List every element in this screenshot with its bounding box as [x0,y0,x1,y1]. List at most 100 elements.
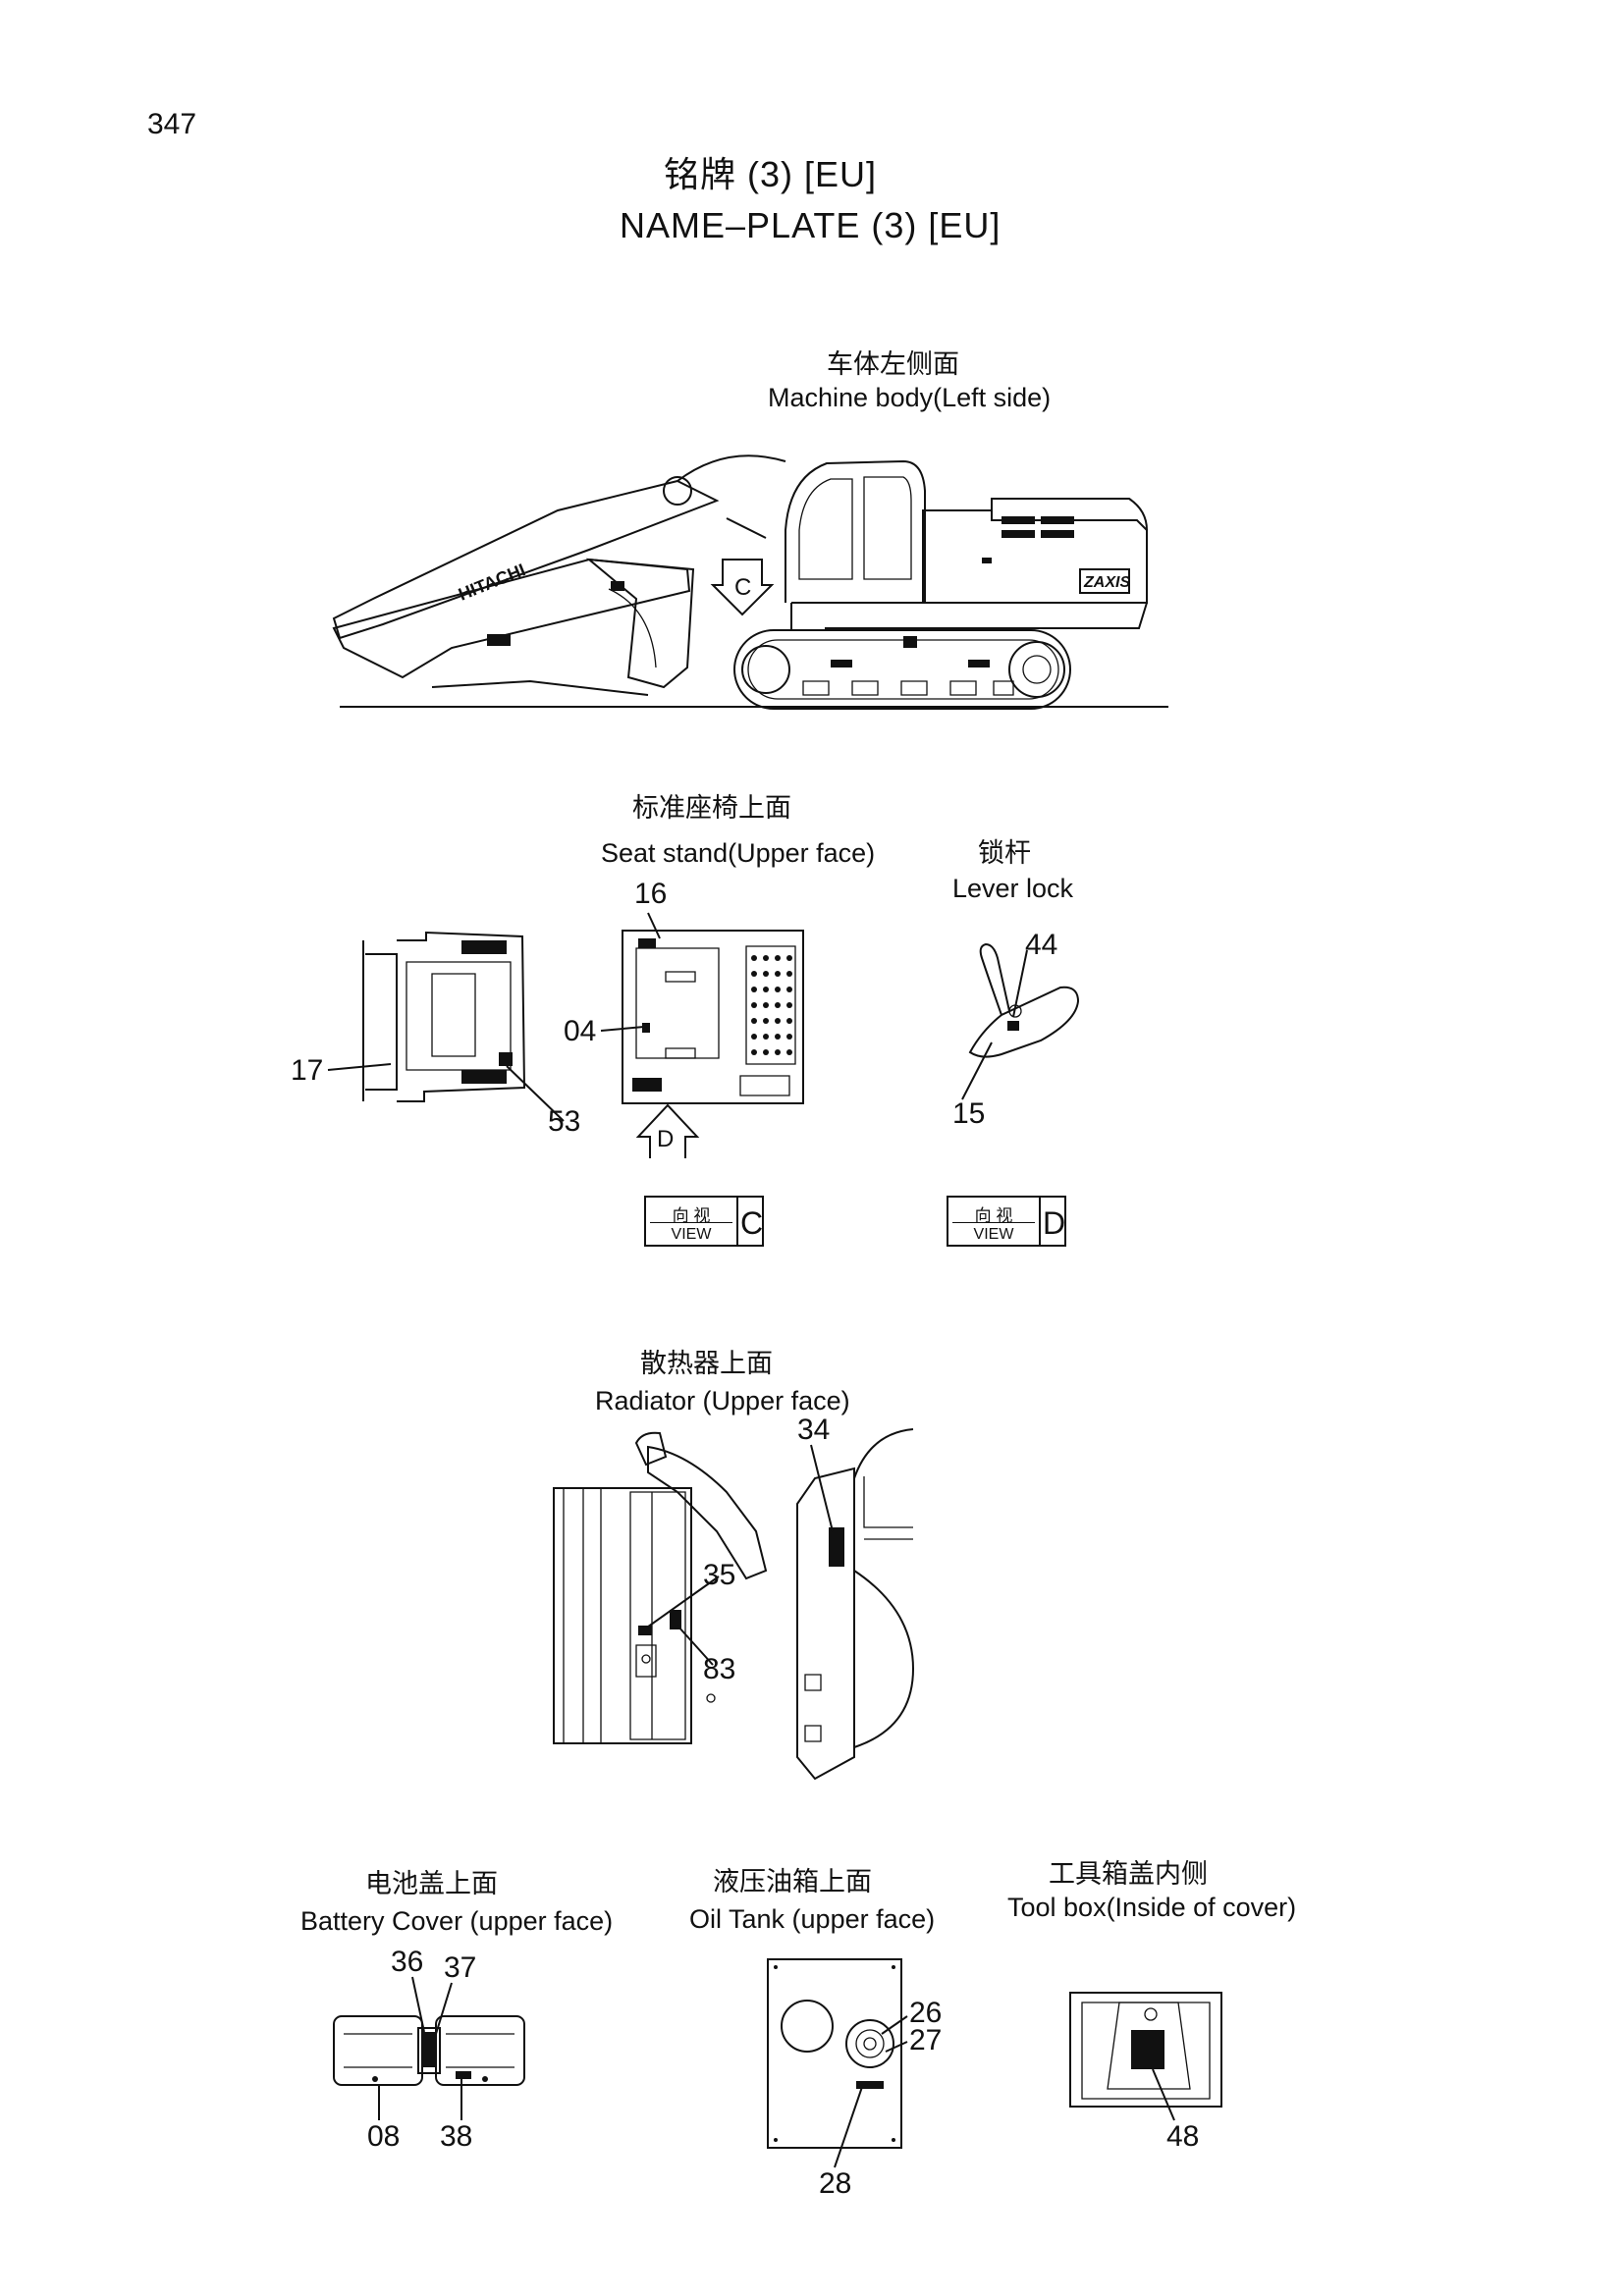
part-15: 15 [952,1097,986,1130]
view-c-cn: 向 视 [672,1206,711,1225]
leader-35 [644,1576,719,1629]
part-08: 08 [367,2120,401,2153]
leader-36 [412,1977,424,2032]
radiator-left-view [554,1433,766,1743]
view-c-box: 向 视 VIEW C [644,1196,764,1247]
seat-grid-holes [751,955,792,1055]
view-d-cn: 向 视 [974,1206,1013,1225]
part-26: 26 [909,1997,943,2029]
oil-tank-drawing [768,1959,907,2167]
view-c-en: VIEW [671,1226,712,1243]
radiator-plate-35 [638,1626,652,1635]
radiator-right-view [797,1429,913,1779]
lever-plate [1007,1021,1019,1031]
leader-04 [601,1027,644,1031]
model-plate [1080,569,1129,593]
leader-48 [1153,2069,1174,2120]
lever-lock-drawing [962,944,1078,1099]
seat-stand-label-cn: 标准座椅上面 [632,793,791,823]
part-34: 34 [797,1414,831,1446]
bucket-cylinder [432,681,648,695]
radiator-hose [648,1447,766,1578]
view-d-arrow-label: D [657,1126,674,1152]
leader-15 [962,1042,992,1099]
seat-side-view [328,933,564,1121]
seat-top-view: D [601,913,803,1158]
part-27: 27 [909,2024,943,2056]
engine-cover [992,499,1147,530]
part-36: 36 [391,1946,424,1978]
leader-37 [436,1983,452,2034]
model-text: ZAXIS [1083,574,1130,591]
view-d-tag: 向 视 VIEW [948,1198,1041,1245]
leader-44 [1013,950,1027,1017]
page-number: 347 [147,108,197,140]
radiator-side-panel [797,1468,854,1779]
machine-body-label-cn: 车体左侧面 [827,349,959,379]
sprocket-hub [1023,656,1051,683]
track-inner [748,640,1058,699]
boom-top [677,455,785,481]
title-cn: 铭牌 (3) [EU] [664,154,878,194]
radiator-label-cn: 散热器上面 [640,1349,773,1378]
tool-box-label-cn: 工具箱盖内侧 [1049,1859,1208,1889]
crawler-track [734,630,1070,709]
bucket-outline [589,560,693,687]
part-38: 38 [440,2120,473,2153]
shroud-top [854,1429,913,1478]
arm-plate-mark [487,634,511,646]
part-16: 16 [634,878,668,910]
machine-body-label-en: Machine body(Left side) [768,383,1052,412]
cab-door-window [864,477,911,579]
view-d-letter: D [1043,1205,1066,1241]
battery-cover-drawing [334,1977,524,2120]
track-rollers [803,636,1013,695]
part-37: 37 [444,1951,477,1984]
tool-box-label-en: Tool box(Inside of cover) [1007,1893,1297,1922]
leader-28 [835,2087,862,2167]
oil-tank-plate-28 [856,2081,884,2089]
battery-plate-36-37 [422,2032,436,2067]
bucket-curve [609,589,656,667]
hose-end [636,1433,666,1465]
tool-box-plate-48 [1131,2030,1164,2069]
oil-tank-label-en: Oil Tank (upper face) [689,1904,936,1934]
view-c-divider [650,1222,732,1223]
view-d-en: VIEW [973,1226,1014,1243]
lever-lock-label-cn: 锁杆 [978,838,1031,868]
battery-cover-label-en: Battery Cover (upper face) [300,1906,614,1936]
leader-26 [882,2016,907,2034]
part-28: 28 [819,2167,852,2200]
view-c-arrow-label: C [734,574,751,601]
oil-tank-label-cn: 液压油箱上面 [713,1867,872,1896]
battery-cover-label-cn: 电池盖上面 [365,1869,498,1898]
boom-outline [334,481,717,638]
lever-handle [981,944,1009,1015]
part-04: 04 [564,1015,597,1047]
tool-box-cover [1070,1993,1221,2107]
radiator-plate-34 [829,1527,844,1567]
bucket-plate-mark [611,581,624,591]
oil-tank-hatch [782,2001,833,2052]
boom-foot-pin [664,477,691,505]
leader-17 [328,1064,391,1070]
leader-53 [507,1066,564,1121]
seat-stand-label-en: Seat stand(Upper face) [601,838,876,868]
swing-base [791,603,1147,630]
radiator-label-en: Radiator (Upper face) [595,1386,850,1415]
cab-body [785,461,925,603]
radiator-plate-83 [670,1610,681,1629]
excavator-drawing: ZAXIS HITACHI C [334,455,1168,709]
leader-27 [886,2042,907,2052]
part-17: 17 [291,1054,324,1087]
view-d-divider [952,1222,1035,1223]
view-c-tag: 向 视 VIEW [646,1198,738,1245]
part-44: 44 [1025,929,1058,961]
fan-arc [854,1571,913,1747]
tool-box-drawing [1070,1993,1221,2120]
hitachi-brand-text: HITACHI [456,560,528,604]
idler-wheel [742,646,789,693]
view-d-arrow [638,1105,697,1158]
engine-louvers [982,516,1074,563]
